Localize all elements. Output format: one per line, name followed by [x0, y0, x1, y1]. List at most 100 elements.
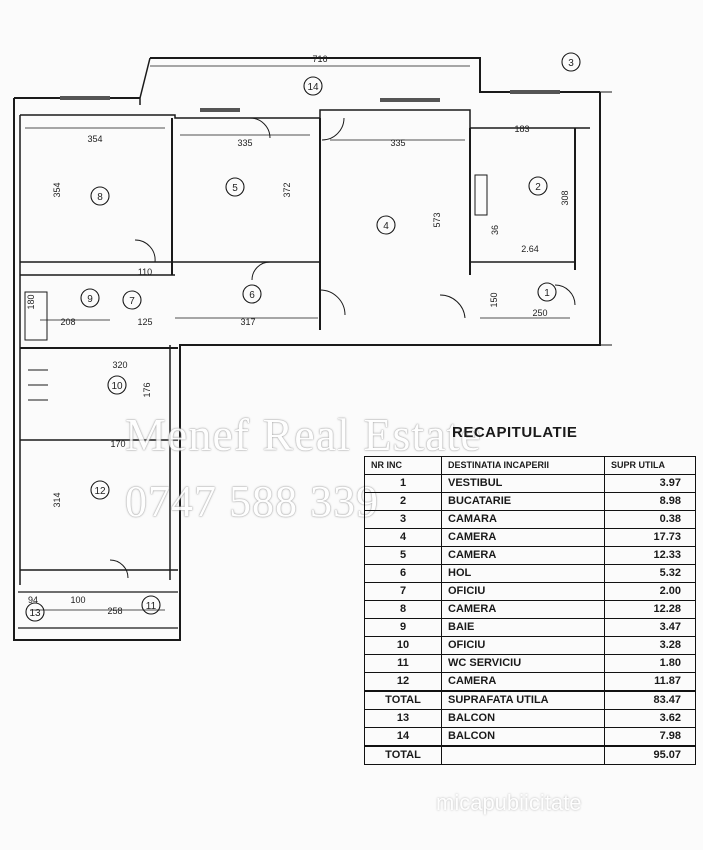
dim-183: 183 [514, 124, 529, 134]
dim-320: 320 [112, 360, 127, 370]
dim-208: 208 [60, 317, 75, 327]
dim-150: 150 [489, 292, 499, 307]
bathtub [24, 291, 48, 341]
header-nr: NR INC [364, 456, 442, 475]
cell-supr: 5.32 [604, 564, 696, 583]
room-label-10: 10 [111, 381, 123, 392]
cell-supr: 12.28 [604, 600, 696, 619]
cell-dest: WC SERVICIU [441, 654, 605, 673]
dim-94: 94 [28, 595, 38, 605]
cell-dest: SUPRAFATA UTILA [441, 690, 605, 710]
room-label-11: 11 [146, 601, 157, 612]
stair-marks [28, 369, 48, 401]
dim-314: 314 [52, 492, 62, 507]
cell-dest: BAIE [441, 618, 605, 637]
cell-supr: 2.00 [604, 582, 696, 601]
cell-nr: 3 [364, 510, 442, 529]
cell-nr: 8 [364, 600, 442, 619]
cell-nr: 13 [364, 709, 442, 728]
cell-supr: 7.98 [604, 727, 696, 747]
recap-title: RECAPITULATIE [452, 424, 578, 441]
cell-nr: 1 [364, 474, 442, 493]
dim-308: 308 [560, 190, 570, 205]
watermark-phone: 0747 588 339 [125, 477, 379, 526]
cell-supr: 3.97 [604, 474, 696, 493]
cell-nr: 12 [364, 672, 442, 692]
balcony-14 [139, 57, 151, 105]
dim-716: 716 [312, 54, 327, 64]
cell-dest: VESTIBUL [441, 474, 605, 493]
dim-36: 36 [490, 225, 500, 235]
cell-supr: 3.47 [604, 618, 696, 637]
cell-supr: 8.98 [604, 492, 696, 511]
dim-354: 354 [87, 134, 102, 144]
room-label-5: 5 [232, 183, 238, 194]
cell-dest: BALCON [441, 727, 605, 747]
room-label-3: 3 [568, 58, 574, 69]
cell-nr: 4 [364, 528, 442, 547]
dim-125: 125 [137, 317, 152, 327]
cell-dest: CAMARA [441, 510, 605, 529]
cell-supr: 3.62 [604, 709, 696, 728]
dim-335b: 335 [390, 138, 405, 148]
cell-supr: 12.33 [604, 546, 696, 565]
cell-supr: 1.80 [604, 654, 696, 673]
dim-170: 170 [110, 439, 125, 449]
cell-dest [441, 745, 605, 765]
header-dest: DESTINATIA INCAPERII [441, 456, 605, 475]
cell-nr: TOTAL [364, 745, 442, 765]
room-label-12: 12 [94, 486, 106, 497]
cell-nr: 10 [364, 636, 442, 655]
cell-dest: CAMERA [441, 546, 605, 565]
room-label-4: 4 [383, 221, 389, 232]
dim-110: 110 [138, 267, 152, 277]
cell-supr: 95.07 [604, 745, 696, 765]
cell-nr: 2 [364, 492, 442, 511]
dim-335a: 335 [237, 138, 252, 148]
room-label-6: 6 [249, 290, 255, 301]
cell-dest: CAMERA [441, 672, 605, 692]
cell-dest: OFICIU [441, 636, 605, 655]
dim-317: 317 [240, 317, 255, 327]
cell-nr: 11 [364, 654, 442, 673]
cell-nr: TOTAL [364, 690, 442, 710]
cell-nr: 6 [364, 564, 442, 583]
room-label-9: 9 [87, 294, 93, 305]
dim-371: 354 [52, 182, 62, 197]
room-label-14: 14 [307, 82, 319, 93]
room-label-1: 1 [544, 288, 550, 299]
room-label-2: 2 [535, 182, 541, 193]
outer-wall [13, 92, 601, 641]
dim-573: 573 [432, 212, 442, 227]
dim-100: 100 [70, 595, 85, 605]
cell-dest: CAMERA [441, 528, 605, 547]
cell-supr: 3.28 [604, 636, 696, 655]
dim-258: 258 [107, 606, 122, 616]
header-supr: SUPR UTILA [604, 456, 696, 475]
room-label-13: 13 [29, 608, 41, 619]
dim-180: 180 [26, 294, 36, 309]
dim-250: 250 [532, 308, 547, 318]
room-label-8: 8 [97, 192, 103, 203]
dim-372: 372 [282, 182, 292, 197]
stove [474, 174, 488, 216]
cell-dest: CAMERA [441, 600, 605, 619]
cell-dest: BUCATARIE [441, 492, 605, 511]
cell-supr: 0.38 [604, 510, 696, 529]
watermark-footer: micapubiicitate [436, 790, 582, 815]
cell-nr: 14 [364, 727, 442, 747]
cell-supr: 17.73 [604, 528, 696, 547]
cell-nr: 7 [364, 582, 442, 601]
dim-176: 176 [142, 382, 152, 397]
